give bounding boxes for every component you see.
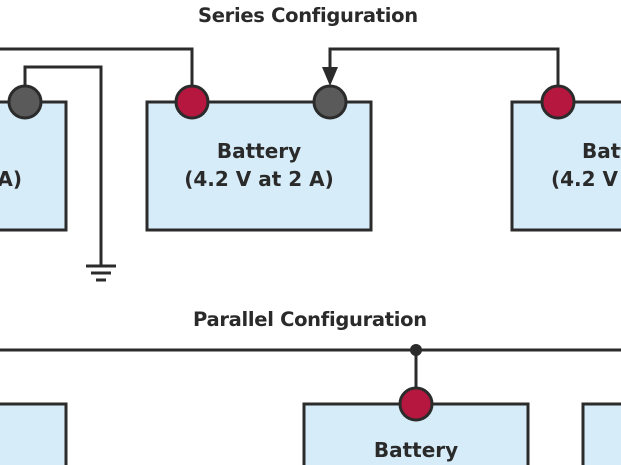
parallel-title: Parallel Configuration — [193, 308, 427, 331]
series-wire-top — [0, 47, 194, 86]
arrow-down-icon — [322, 67, 338, 86]
parallel-battery-left — [0, 402, 68, 465]
series-battery-center-rating: (4.2 V at 2 A) — [184, 167, 334, 191]
series-right-positive-terminal — [540, 84, 576, 120]
parallel-battery-right — [581, 402, 621, 465]
series-wire-right — [328, 47, 560, 86]
series-wire-ground — [23, 65, 103, 266]
parallel-center-positive-terminal — [398, 386, 434, 422]
parallel-wires — [0, 348, 621, 390]
ground-icon — [86, 264, 116, 282]
series-wires — [0, 47, 560, 266]
junction-dot — [410, 344, 422, 356]
series-left-negative-terminal — [7, 84, 43, 120]
series-battery-right: Batt (4.2 V — [510, 100, 621, 232]
series-center-negative-terminal — [312, 84, 348, 120]
series-center-positive-terminal — [174, 84, 210, 120]
parallel-battery-center-name: Battery — [374, 438, 458, 462]
series-battery-right-rating: (4.2 V — [551, 167, 619, 191]
series-battery-right-name: Batt — [582, 139, 621, 163]
series-battery-left: A) — [0, 100, 68, 232]
series-title: Series Configuration — [198, 4, 418, 27]
series-battery-center-name: Battery — [217, 139, 301, 163]
series-battery-center: Battery (4.2 V at 2 A) — [145, 100, 373, 232]
series-battery-left-label: A) — [0, 167, 22, 191]
